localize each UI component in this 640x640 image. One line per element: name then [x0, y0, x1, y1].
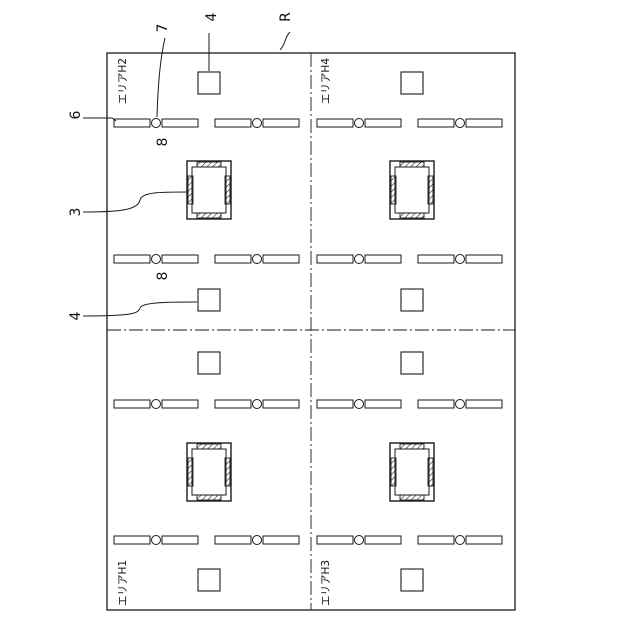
via-circle	[355, 255, 364, 264]
bar-electrode	[418, 119, 454, 127]
hatched-terminal	[391, 458, 396, 486]
via-circle	[152, 536, 161, 545]
via-circle	[456, 255, 465, 264]
ref-r: R	[278, 12, 294, 22]
bar-electrode	[365, 255, 401, 263]
hatched-terminal	[188, 176, 193, 204]
bar-electrode	[418, 400, 454, 408]
chip-inner	[395, 167, 429, 213]
square-pad	[401, 352, 423, 374]
leader-4-mid	[83, 302, 197, 316]
square-pad	[198, 289, 220, 311]
ref-8-mid: 8	[155, 272, 171, 281]
hatched-terminal	[400, 213, 424, 218]
bar-electrode	[418, 536, 454, 544]
via-circle	[152, 255, 161, 264]
bar-electrode	[215, 400, 251, 408]
square-pad	[401, 289, 423, 311]
ref-8-top: 8	[155, 138, 171, 147]
hatched-terminal	[197, 213, 221, 218]
bar-electrode	[263, 536, 299, 544]
bar-electrode	[215, 255, 251, 263]
via-circle	[253, 119, 262, 128]
via-circle	[253, 255, 262, 264]
hatched-terminal	[225, 458, 230, 486]
via-circle	[253, 400, 262, 409]
bar-electrode	[114, 255, 150, 263]
leader-r	[280, 32, 290, 50]
bar-electrode	[215, 119, 251, 127]
via-circle	[456, 119, 465, 128]
via-circle	[152, 119, 161, 128]
chip-inner	[192, 167, 226, 213]
bar-electrode	[365, 119, 401, 127]
bar-electrode	[365, 536, 401, 544]
bar-electrode	[162, 400, 198, 408]
bar-electrode	[114, 536, 150, 544]
bar-electrode	[317, 119, 353, 127]
bar-electrode	[162, 536, 198, 544]
square-pad	[198, 72, 220, 94]
chip-outline	[187, 443, 231, 501]
element-layer	[114, 72, 502, 591]
leader-6	[83, 118, 116, 121]
via-circle	[355, 119, 364, 128]
area-label-h2: エリアH2	[117, 58, 129, 104]
bar-electrode	[317, 400, 353, 408]
area-label-h3: エリアH3	[320, 560, 332, 606]
area-label-h1: エリアH1	[117, 560, 129, 606]
ref-7: 7	[155, 24, 171, 33]
via-circle	[355, 536, 364, 545]
area-label-h4: エリアH4	[320, 58, 332, 104]
square-pad	[198, 569, 220, 591]
bar-electrode	[114, 400, 150, 408]
bar-electrode	[162, 119, 198, 127]
bar-electrode	[466, 536, 502, 544]
via-circle	[456, 536, 465, 545]
square-pad	[401, 569, 423, 591]
bar-electrode	[162, 255, 198, 263]
bar-electrode	[466, 255, 502, 263]
chip-outline	[390, 161, 434, 219]
bar-electrode	[466, 400, 502, 408]
hatched-terminal	[197, 162, 221, 167]
bar-electrode	[263, 400, 299, 408]
via-circle	[456, 400, 465, 409]
chip-outline	[390, 443, 434, 501]
hatched-terminal	[428, 176, 433, 204]
hatched-terminal	[188, 458, 193, 486]
bar-electrode	[466, 119, 502, 127]
hatched-terminal	[197, 444, 221, 449]
bar-electrode	[317, 536, 353, 544]
chip-inner	[395, 449, 429, 495]
hatched-terminal	[225, 176, 230, 204]
hatched-terminal	[197, 495, 221, 500]
hatched-terminal	[400, 162, 424, 167]
bar-electrode	[263, 119, 299, 127]
bar-electrode	[215, 536, 251, 544]
ref-3: 3	[68, 208, 84, 217]
chip-outline	[187, 161, 231, 219]
via-circle	[152, 400, 161, 409]
hatched-terminal	[400, 444, 424, 449]
square-pad	[401, 72, 423, 94]
via-circle	[253, 536, 262, 545]
chip-inner	[192, 449, 226, 495]
ref-4-top: 4	[204, 12, 220, 21]
ref-6: 6	[68, 110, 84, 119]
bar-electrode	[418, 255, 454, 263]
bar-electrode	[365, 400, 401, 408]
hatched-terminal	[428, 458, 433, 486]
leader-3	[83, 192, 188, 212]
hatched-terminal	[391, 176, 396, 204]
bar-electrode	[263, 255, 299, 263]
bar-electrode	[114, 119, 150, 127]
ref-4-mid: 4	[68, 311, 84, 320]
leader-7	[157, 38, 165, 117]
bar-electrode	[317, 255, 353, 263]
hatched-terminal	[400, 495, 424, 500]
square-pad	[198, 352, 220, 374]
via-circle	[355, 400, 364, 409]
